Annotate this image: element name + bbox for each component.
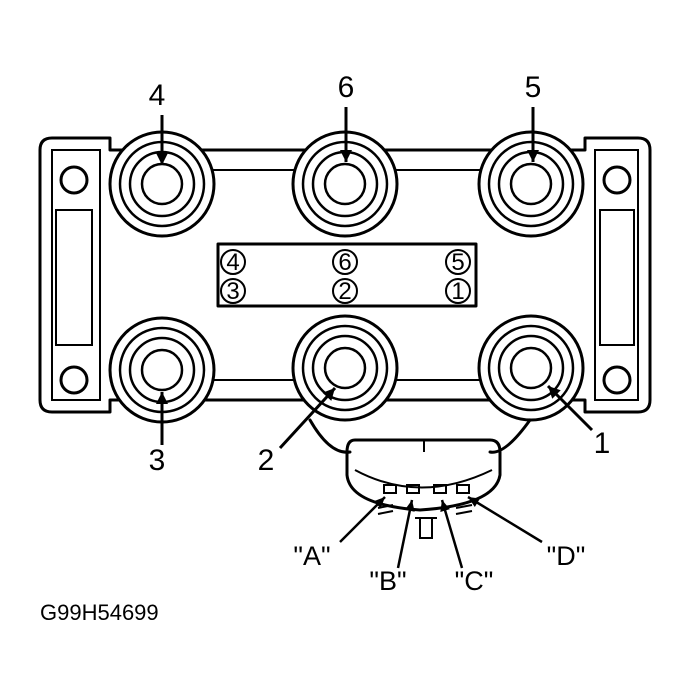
arrow-head <box>440 500 450 512</box>
pin-arrow <box>467 495 543 544</box>
cylinder-number-label: 6 <box>338 71 355 104</box>
arrow-head <box>340 150 352 162</box>
svg-text:4: 4 <box>226 249 239 276</box>
arrow-head <box>404 500 415 512</box>
arrow-head <box>527 150 539 162</box>
mounting-hole <box>602 165 632 195</box>
pin-arrow <box>396 499 414 569</box>
connector-pin <box>383 484 397 494</box>
pin-label: "A" <box>293 541 330 571</box>
cylinder-number-label: 1 <box>594 427 611 460</box>
firing-badge: 6 <box>332 249 358 276</box>
svg-text:1: 1 <box>451 278 464 305</box>
firing-badge: 2 <box>332 278 358 305</box>
mounting-holes <box>59 165 632 395</box>
cylinder-number-label: 4 <box>149 79 166 112</box>
pin-callouts: "A" "B" "C" "D" <box>293 495 586 596</box>
arrow-head <box>548 386 561 399</box>
coil-towers <box>108 130 585 424</box>
tower-5 <box>477 130 585 238</box>
callout-arrow <box>278 386 337 450</box>
electrical-connector <box>308 418 532 539</box>
connector-pin <box>433 484 447 494</box>
cylinder-number-label: 3 <box>149 444 166 477</box>
cylinder-number-label: 5 <box>525 71 542 104</box>
mounting-hole <box>59 165 89 195</box>
cylinder-number-label: 2 <box>258 444 275 477</box>
svg-text:2: 2 <box>338 278 351 305</box>
arrow-head <box>373 497 385 509</box>
pin-label: "C" <box>455 566 494 596</box>
pin-arrow <box>440 499 464 569</box>
firing-badge: 4 <box>220 249 246 276</box>
mounting-hole <box>602 365 632 395</box>
tower-2 <box>291 314 399 422</box>
connector-pin <box>406 484 420 494</box>
svg-text:6: 6 <box>338 249 351 276</box>
pin-label: "D" <box>547 541 586 571</box>
figure-id: G99H54699 <box>40 600 159 625</box>
svg-text:5: 5 <box>451 249 464 276</box>
arrow-head <box>156 392 168 404</box>
svg-text:3: 3 <box>226 278 239 305</box>
arrow-head <box>156 153 168 165</box>
arrow-head <box>468 497 480 507</box>
firing-badge: 5 <box>445 249 471 276</box>
firing-badge: 3 <box>220 278 246 305</box>
mounting-hole <box>59 365 89 395</box>
firing-badge: 1 <box>445 278 471 305</box>
pin-label: "B" <box>369 566 406 596</box>
tower-callouts: 4 6 5 3 2 1 <box>149 71 611 477</box>
connector-pin <box>456 484 470 494</box>
arrow-head <box>322 388 335 401</box>
firing-order-plate: 4 6 5 3 2 1 <box>216 242 478 308</box>
